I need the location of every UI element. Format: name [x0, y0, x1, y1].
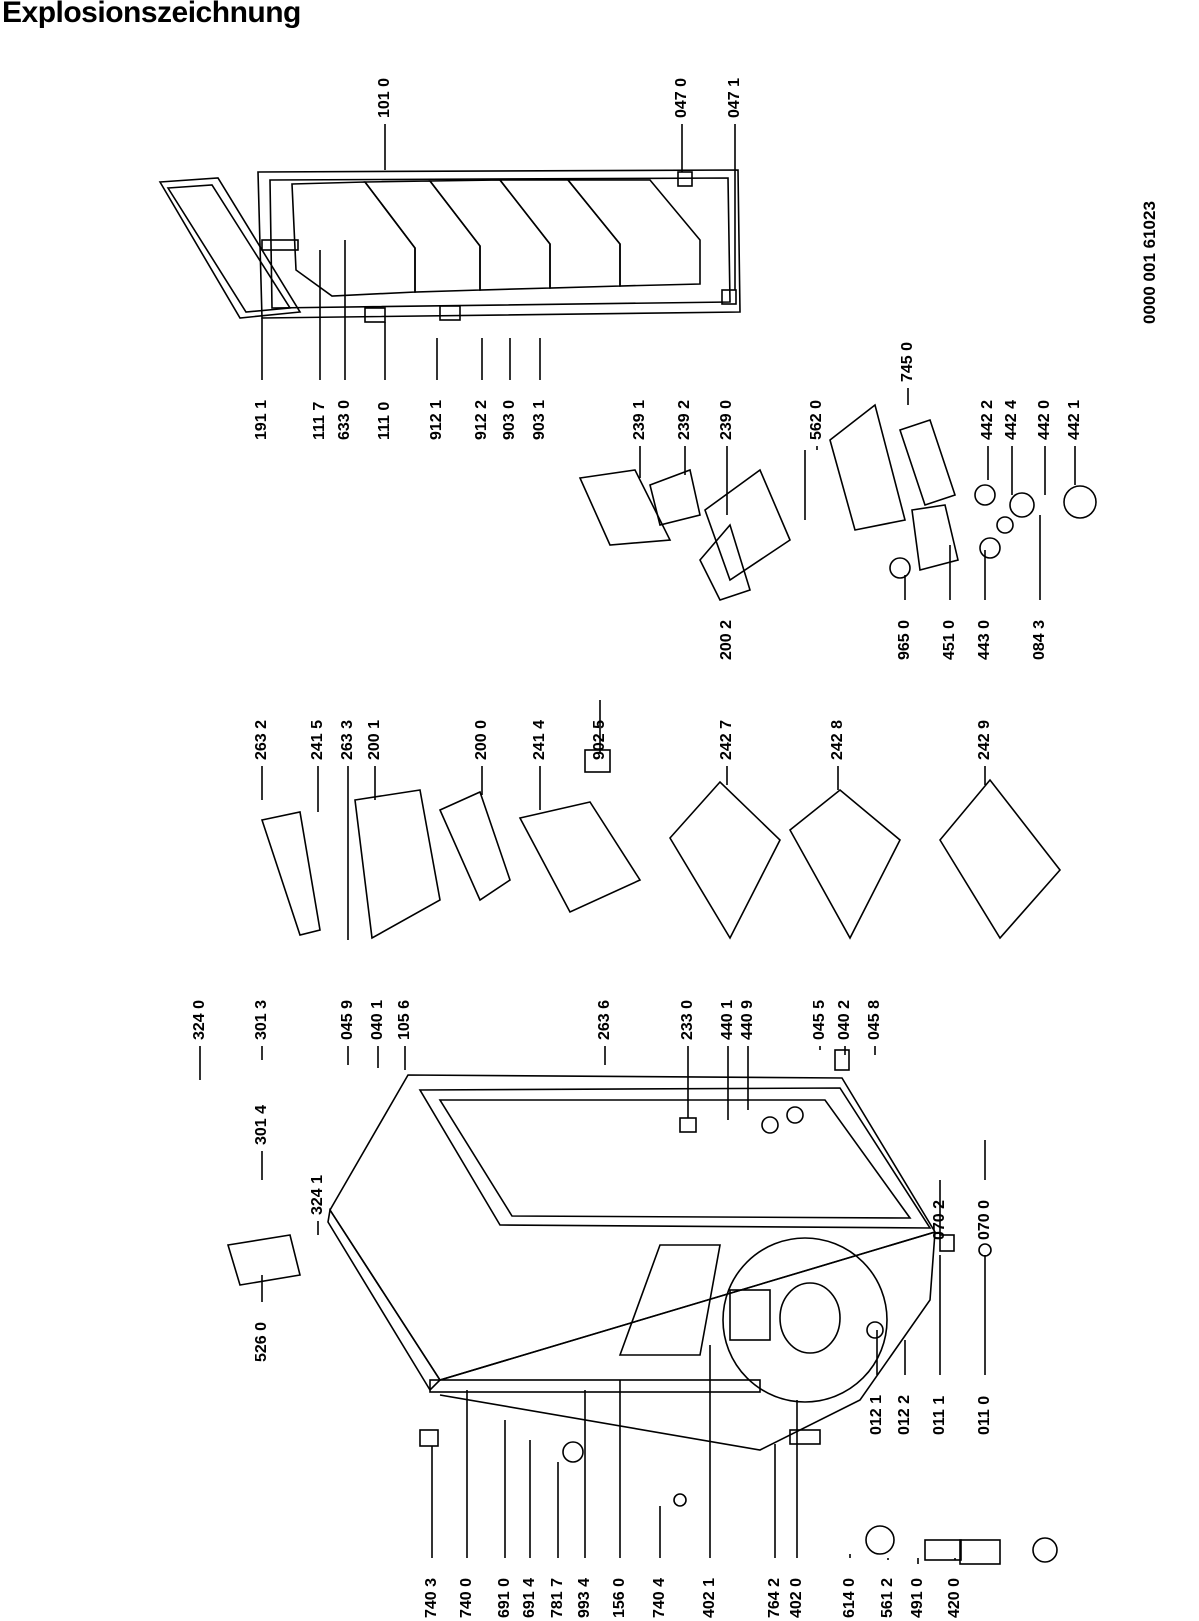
door-gasket-part	[158, 177, 302, 319]
part-label-101-0: 101 0	[376, 77, 393, 118]
part-label-045-8: 045 8	[866, 999, 883, 1040]
part-label-993-4: 993 4	[576, 1577, 593, 1618]
part-label-526-0: 526 0	[253, 1321, 270, 1362]
part-label-045-5: 045 5	[811, 999, 828, 1040]
part-label-691-4: 691 4	[521, 1577, 538, 1618]
part-label-200-1: 200 1	[366, 719, 383, 760]
part-label-111-0: 111 0	[376, 401, 393, 440]
part-label-156-0: 156 0	[611, 1577, 628, 1618]
part-label-451-0: 451 0	[941, 619, 958, 660]
part-label-740-4: 740 4	[651, 1577, 668, 1618]
part-label-442-1: 442 1	[1066, 399, 1083, 440]
part-label-242-8: 242 8	[829, 719, 846, 760]
part-label-040-2: 040 2	[836, 999, 853, 1040]
diagram-title: Explosionszeichnung	[2, 0, 301, 29]
part-label-402-0: 402 0	[788, 1577, 805, 1618]
part-label-111-7: 111 7	[311, 401, 328, 440]
part-label-442-0: 442 0	[1036, 399, 1053, 440]
part-label-442-2: 442 2	[979, 399, 996, 440]
part-label-420-0: 420 0	[946, 1577, 963, 1618]
part-label-241-4: 241 4	[531, 719, 548, 760]
part-label-903-0: 903 0	[501, 399, 518, 440]
part-label-745-0: 745 0	[899, 341, 916, 382]
part-label-045-9: 045 9	[339, 999, 356, 1040]
part-label-012-2: 012 2	[896, 1394, 913, 1435]
cabinet-part	[327, 1074, 937, 1451]
part-label-691-0: 691 0	[496, 1577, 513, 1618]
part-label-324-1: 324 1	[309, 1174, 326, 1215]
part-label-191-1: 191 1	[253, 399, 270, 440]
part-label-440-9: 440 9	[739, 999, 756, 1040]
part-label-781-7: 781 7	[549, 1577, 566, 1618]
part-label-011-0: 011 0	[976, 1395, 993, 1435]
part-label-902-5: 902 5	[591, 719, 608, 760]
part-label-239-0: 239 0	[718, 399, 735, 440]
part-label-402-1: 402 1	[701, 1577, 718, 1618]
part-label-301-3: 301 3	[253, 999, 270, 1040]
part-label-965-0: 965 0	[896, 619, 913, 660]
part-label-740-0: 740 0	[458, 1577, 475, 1618]
part-label-011-1: 011 1	[931, 1395, 948, 1435]
part-label-443-0: 443 0	[976, 619, 993, 660]
shelves-drawers-parts	[260, 749, 1062, 940]
part-label-070-0: 070 0	[976, 1199, 993, 1240]
part-label-242-7: 242 7	[718, 719, 735, 760]
evaporator-parts	[578, 403, 1097, 601]
part-label-047-0: 047 0	[673, 77, 690, 118]
part-label-324-0: 324 0	[191, 999, 208, 1040]
part-label-241-5: 241 5	[309, 719, 326, 760]
part-label-239-1: 239 1	[631, 399, 648, 440]
part-label-301-4: 301 4	[253, 1104, 270, 1145]
part-label-047-1: 047 1	[726, 77, 743, 118]
part-label-200-2: 200 2	[718, 619, 735, 660]
part-label-263-3: 263 3	[339, 719, 356, 760]
part-label-233-0: 233 0	[679, 999, 696, 1040]
part-label-242-9: 242 9	[976, 719, 993, 760]
part-label-912-2: 912 2	[473, 399, 490, 440]
part-label-070-2: 070 2	[931, 1199, 948, 1240]
part-label-084-3: 084 3	[1031, 619, 1048, 660]
part-label-633-0: 633 0	[336, 399, 353, 440]
part-label-442-4: 442 4	[1003, 399, 1020, 440]
part-label-200-0: 200 0	[473, 719, 490, 760]
part-label-040-1: 040 1	[369, 999, 386, 1040]
door-part	[257, 169, 741, 323]
part-label-912-1: 912 1	[428, 399, 445, 440]
part-label-561-2: 561 2	[879, 1577, 896, 1618]
part-label-263-6: 263 6	[596, 999, 613, 1040]
part-label-614-0: 614 0	[841, 1577, 858, 1618]
part-label-903-1: 903 1	[531, 399, 548, 440]
part-label-562-0: 562 0	[808, 399, 825, 440]
part-label-012-1: 012 1	[868, 1394, 885, 1435]
part-label-239-2: 239 2	[676, 399, 693, 440]
part-label-263-2: 263 2	[253, 719, 270, 760]
part-label-440-1: 440 1	[719, 999, 736, 1040]
part-label-105-6: 105 6	[396, 999, 413, 1040]
part-label-764-2: 764 2	[766, 1577, 783, 1618]
part-label-740-3: 740 3	[423, 1577, 440, 1618]
leader-lines	[199, 124, 1076, 1564]
part-label-491-0: 491 0	[909, 1577, 926, 1618]
